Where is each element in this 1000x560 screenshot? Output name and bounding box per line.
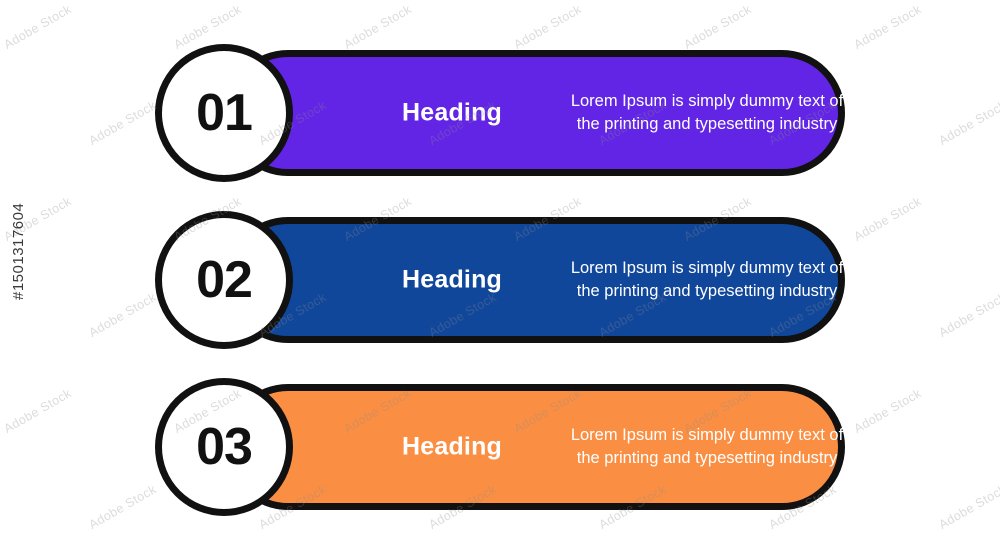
stock-id-label: #1501317604 bbox=[10, 202, 27, 300]
step-heading-3: Heading bbox=[402, 432, 503, 461]
step-bar-1[interactable]: Heading Lorem Ipsum is simply dummy text… bbox=[225, 50, 845, 176]
step-body-2: Lorem Ipsum is simply dummy text of the … bbox=[570, 259, 844, 300]
step-heading-1: Heading bbox=[402, 98, 503, 127]
step-number-circle-1[interactable]: 01 bbox=[155, 44, 293, 182]
step-bar-3[interactable]: Heading Lorem Ipsum is simply dummy text… bbox=[225, 384, 845, 510]
step-number-circle-2[interactable]: 02 bbox=[155, 211, 293, 349]
step-row-3: Heading Lorem Ipsum is simply dummy text… bbox=[155, 378, 845, 516]
step-row-2: Heading Lorem Ipsum is simply dummy text… bbox=[155, 211, 845, 349]
step-bar-2[interactable]: Heading Lorem Ipsum is simply dummy text… bbox=[225, 217, 845, 343]
step-number-circle-3[interactable]: 03 bbox=[155, 378, 293, 516]
step-heading-2: Heading bbox=[402, 265, 503, 294]
step-number-2: 02 bbox=[196, 251, 253, 309]
step-number-1: 01 bbox=[196, 84, 253, 142]
step-number-3: 03 bbox=[196, 418, 253, 476]
step-row-1: Heading Lorem Ipsum is simply dummy text… bbox=[155, 44, 845, 182]
step-body-1: Lorem Ipsum is simply dummy text of the … bbox=[570, 92, 844, 133]
step-body-3: Lorem Ipsum is simply dummy text of the … bbox=[570, 426, 844, 467]
